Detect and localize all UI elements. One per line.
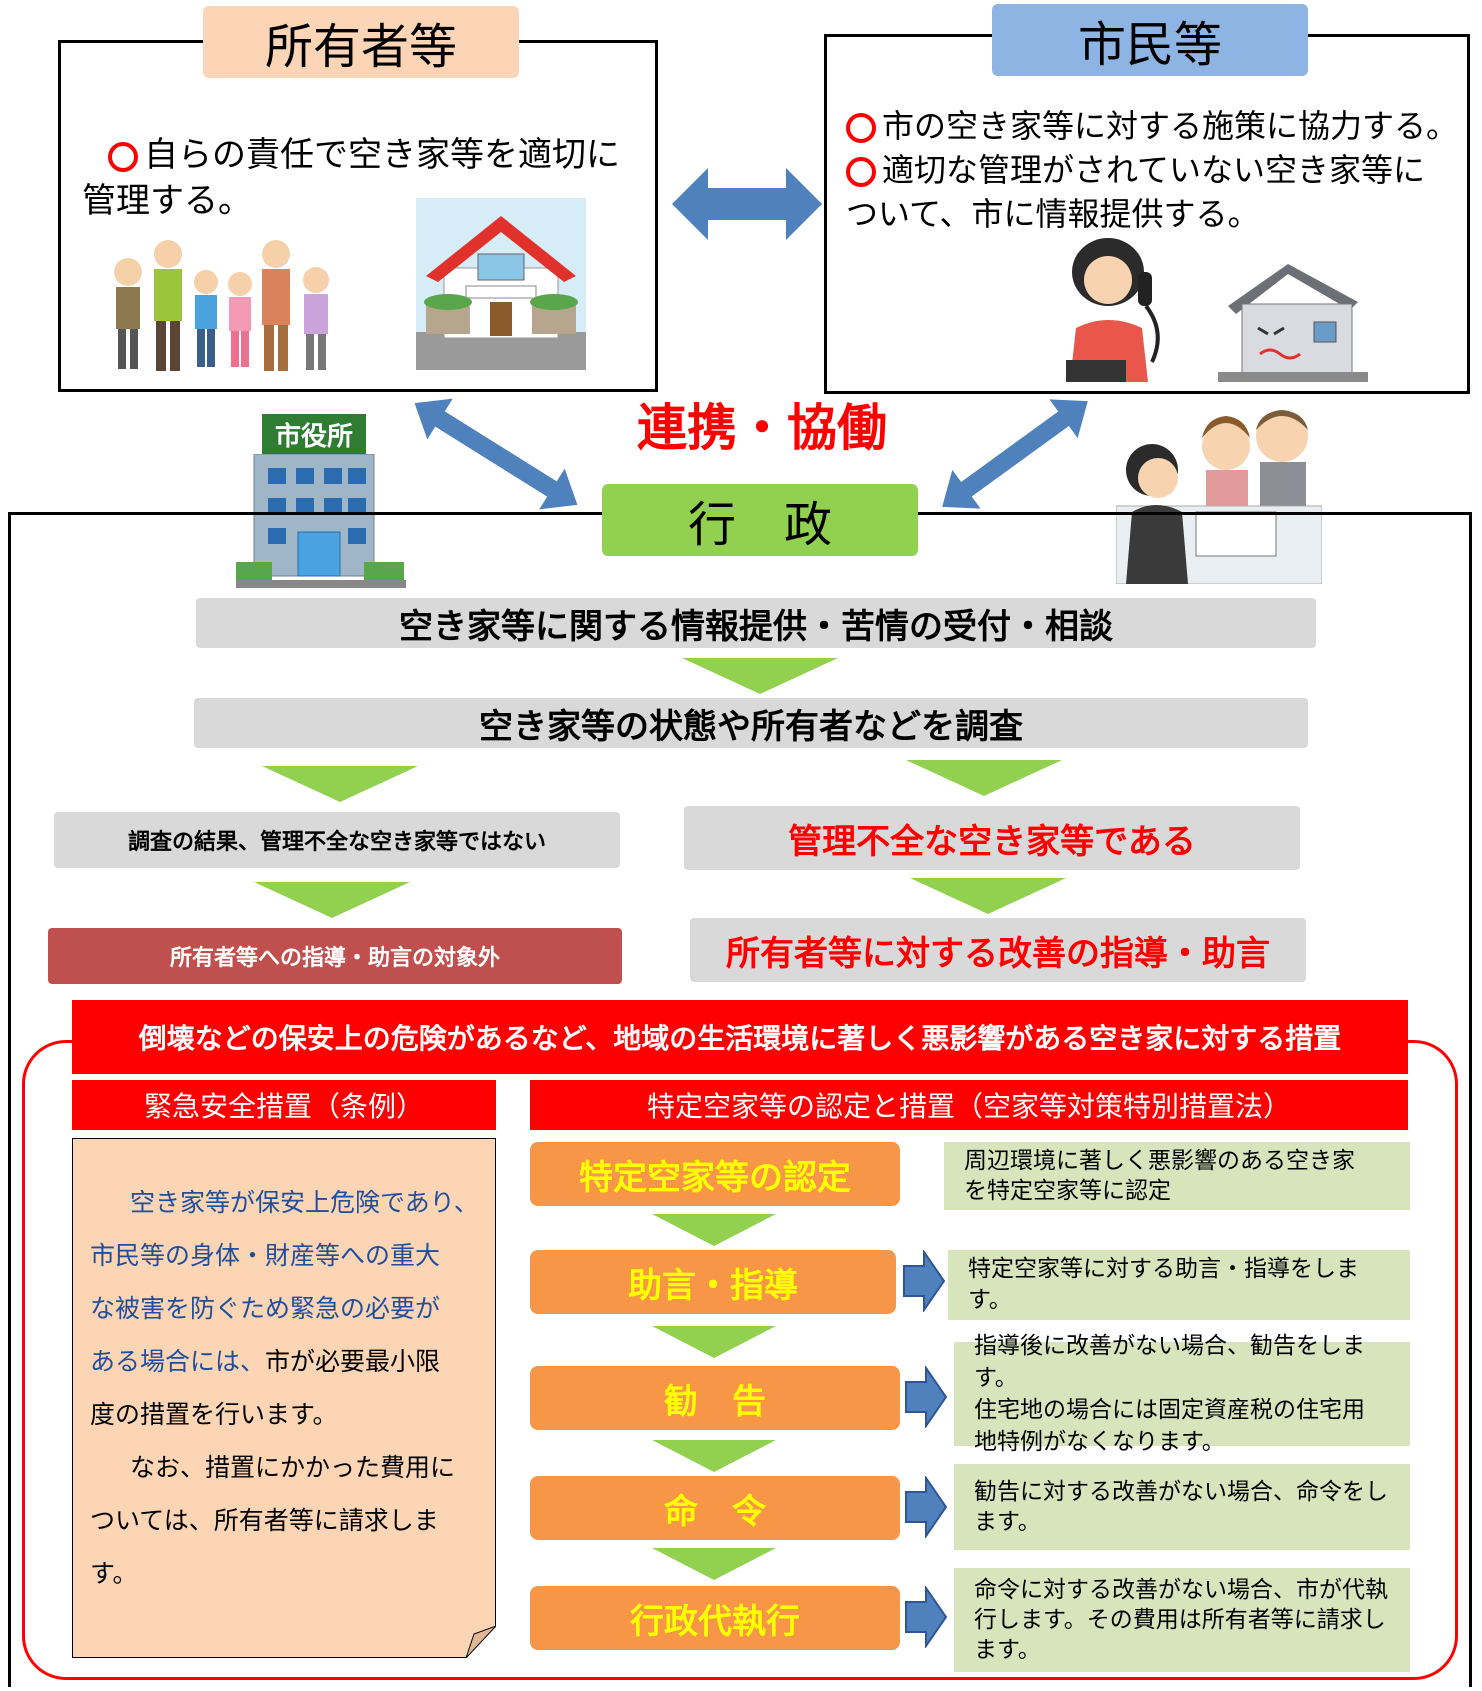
right-arrow-icon (905, 1476, 948, 1538)
emergency-text: 空き家等が保安上危険であり、 市民等の身体・財産等への重大 な被害を防ぐため緊急… (90, 1188, 479, 1588)
flow-arrow-down (652, 1326, 776, 1358)
family-illustration (114, 240, 329, 371)
owner-text: 自らの責任で空き家等を適切に 管理する。 (82, 135, 620, 221)
cooperation-label: 連携・協働 (637, 399, 887, 457)
step-recommendation-note: 指導後に改善がない場合、勧告をします。住宅地の場合には固定資産税の住宅用地特例が… (954, 1333, 1410, 1455)
measures-banner: 倒壊などの保安上の危険があるなど、地域の生活環境に著しく悪影響がある空き家に対す… (72, 1000, 1408, 1074)
consultation-illustration (1116, 410, 1322, 584)
emergency-header: 緊急安全措置（条例） (72, 1080, 496, 1130)
flow-arrow-down (906, 760, 1062, 796)
house-illustration (416, 198, 586, 370)
flow-step-intake: 空き家等に関する情報提供・苦情の受付・相談 (196, 598, 1316, 648)
right-arrow-icon (905, 1366, 948, 1428)
flow-left-result: 調査の結果、管理不全な空き家等ではない (54, 812, 620, 868)
red-circle-icon (846, 113, 876, 143)
step-execution: 行政代執行 (530, 1586, 900, 1650)
flow-arrow-down (682, 658, 838, 694)
flow-arrow-down (652, 1214, 776, 1246)
flow-step-survey: 空き家等の状態や所有者などを調査 (194, 698, 1308, 748)
diagonal-arrow-right-icon (942, 399, 1088, 509)
step-advice-note: 特定空家等に対する助言・指導をします。 (948, 1250, 1410, 1320)
citizen-title: 市民等 (992, 4, 1308, 76)
right-arrow-icon (903, 1250, 946, 1312)
flow-arrow-down (652, 1548, 776, 1580)
damaged-house-illustration (1218, 264, 1368, 382)
flow-arrow-down (262, 766, 418, 802)
step-certification: 特定空家等の認定 (530, 1142, 900, 1206)
city-hall-illustration: 市役所 (236, 414, 406, 588)
step-recommendation: 勧 告 (530, 1366, 900, 1430)
step-order: 命 令 (530, 1476, 900, 1540)
citizen-panel (824, 34, 1470, 394)
phone-caller-illustration (1066, 238, 1160, 382)
diagonal-arrow-left-icon (414, 398, 578, 510)
page-curl-icon (466, 1626, 496, 1658)
red-circle-icon (108, 141, 138, 172)
city-hall-sign: 市役所 (262, 414, 366, 454)
owner-title: 所有者等 (203, 6, 519, 78)
step-order-note: 勧告に対する改善がない場合、命令をします。 (954, 1464, 1410, 1550)
double-arrow-icon (672, 168, 822, 240)
flow-left-outcome: 所有者等への指導・助言の対象外 (48, 928, 622, 984)
emergency-note (72, 1138, 496, 1658)
special-header: 特定空家等の認定と措置（空家等対策特別措置法） (530, 1080, 1408, 1130)
flow-arrow-down (652, 1440, 776, 1472)
citizen-text: 市の空き家等に対する施策に協力する。 適切な管理がされていない空き家等に ついて… (846, 107, 1459, 233)
flow-right-result: 管理不全な空き家等である (684, 806, 1300, 870)
right-arrow-icon (905, 1586, 948, 1648)
red-circle-icon (846, 157, 876, 187)
admin-title: 行 政 (602, 484, 918, 556)
flow-arrow-down (910, 878, 1066, 914)
step-advice: 助言・指導 (530, 1250, 896, 1314)
step-execution-note: 命令に対する改善がない場合、市が代執行します。その費用は所有者等に請求します。 (954, 1568, 1410, 1672)
flow-arrow-down (254, 882, 410, 918)
step-certification-note: 周辺環境に著しく悪影響のある空き家を特定空家等に認定 (944, 1142, 1410, 1210)
flow-right-outcome: 所有者等に対する改善の指導・助言 (690, 918, 1306, 982)
